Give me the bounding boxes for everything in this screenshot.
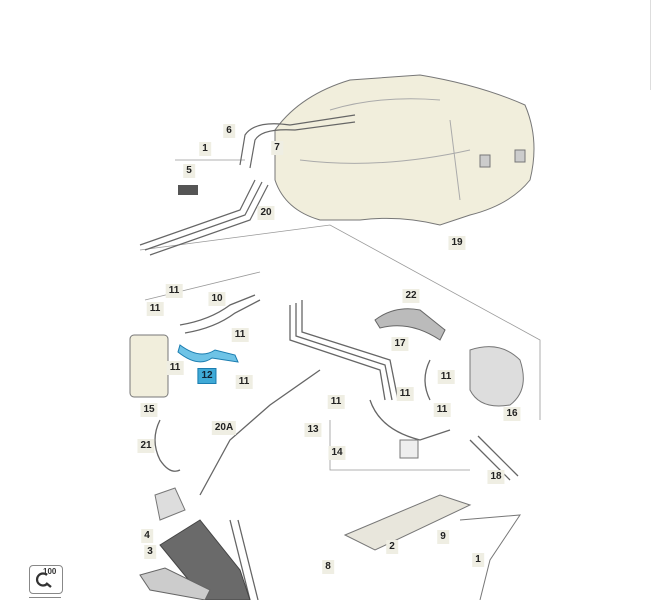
part-12-hose: [177, 344, 239, 363]
frame-line-mid: [144, 271, 261, 301]
zoom-button[interactable]: 100: [29, 565, 63, 594]
callout-8[interactable]: 8: [322, 560, 334, 574]
callout-11[interactable]: 11: [433, 403, 451, 417]
callout-10[interactable]: 10: [208, 292, 226, 306]
panel-edge: [650, 0, 651, 90]
callout-11[interactable]: 11: [437, 370, 455, 384]
callout-20[interactable]: 20: [257, 206, 275, 220]
callout-18[interactable]: 18: [487, 470, 505, 484]
callout-5[interactable]: 5: [183, 164, 195, 178]
sensor-part: [139, 567, 211, 600]
callout-4[interactable]: 4: [141, 529, 153, 543]
fuel-tank: [274, 74, 535, 226]
cooler-2: [343, 494, 472, 551]
pump-16: [469, 346, 524, 407]
callout-12-highlighted[interactable]: 12: [197, 368, 217, 384]
fuel-filter-15: [129, 334, 169, 398]
callout-22[interactable]: 22: [402, 289, 420, 303]
callout-7[interactable]: 7: [271, 141, 283, 155]
frame-line-top: [139, 224, 541, 420]
callout-1-lower[interactable]: 1: [472, 553, 484, 567]
callout-21[interactable]: 21: [137, 439, 155, 453]
callout-2[interactable]: 2: [386, 540, 398, 554]
callout-11[interactable]: 11: [165, 284, 183, 298]
callout-16[interactable]: 16: [503, 407, 521, 421]
callout-11[interactable]: 11: [146, 302, 164, 316]
bracket-4: [154, 487, 186, 521]
callout-11[interactable]: 11: [235, 375, 253, 389]
bracket-line-13: [329, 420, 470, 471]
callout-11[interactable]: 11: [231, 328, 249, 342]
zoom-level: 100: [43, 567, 57, 576]
bracket-22: [374, 308, 446, 341]
callout-14[interactable]: 14: [328, 446, 346, 460]
callout-13[interactable]: 13: [304, 423, 322, 437]
callout-15[interactable]: 15: [140, 403, 158, 417]
clip-part-5: [178, 185, 198, 195]
callout-9[interactable]: 9: [437, 530, 449, 544]
zoom-magnifier-icon: [35, 572, 52, 588]
callout-11[interactable]: 11: [327, 395, 345, 409]
callout-19[interactable]: 19: [448, 236, 466, 250]
callout-3[interactable]: 3: [144, 545, 156, 559]
callout-11[interactable]: 11: [166, 361, 184, 375]
callout-17[interactable]: 17: [391, 337, 409, 351]
callout-6[interactable]: 6: [223, 124, 235, 138]
callout-20a[interactable]: 20A: [211, 421, 237, 435]
part-14: [399, 439, 419, 459]
toolbar-divider: [29, 597, 61, 601]
callout-1[interactable]: 1: [199, 142, 211, 156]
callout-11[interactable]: 11: [396, 387, 414, 401]
